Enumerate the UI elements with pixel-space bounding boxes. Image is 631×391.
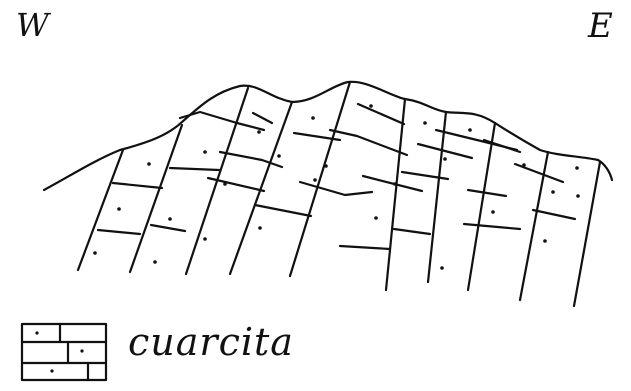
legend-label: cuarcita [128,320,294,364]
legend-symbol [22,324,106,380]
terrain-surface [44,82,612,190]
